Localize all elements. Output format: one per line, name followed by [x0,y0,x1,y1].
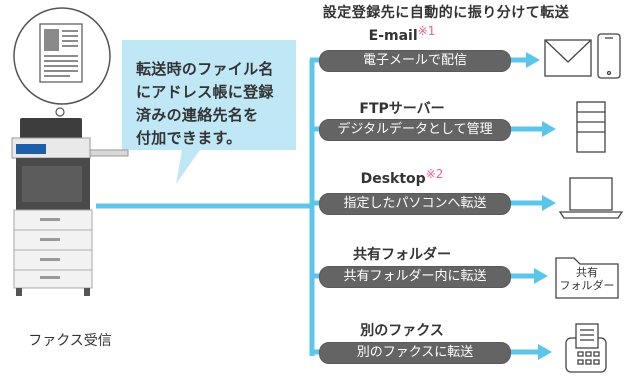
arrow-head [538,344,552,360]
destination-action-fax: 別のファクスに転送 [319,342,511,364]
destination-title-ftp: FTPサーバー [359,101,445,117]
folder-icon-label: 共有 フォルダー [559,266,615,292]
arrow-head [542,195,556,211]
destination-action-email: 電子メールで配信 [319,50,511,72]
callout-bubble [122,40,296,184]
smartphone-icon [597,33,621,79]
document-bubble [13,7,111,125]
arrow-head [526,52,540,68]
connector-lines [96,60,315,356]
callout-line: 付加できます。 [136,129,242,147]
callout-line: にアドレス帳に登録 [136,83,274,101]
callout-line: 済みの連絡先名を [136,106,259,124]
destination-title-desktop: Desktop※2 [360,167,444,187]
footnote-mark: ※2 [425,167,444,181]
fax-icon [565,323,607,373]
envelope-icon [544,39,592,77]
callout-text: 転送時のファイル名 にアドレス帳に登録 済みの連絡先名を 付加できます。 [136,58,286,150]
destination-action-shared-folder: 共有フォルダー内に転送 [319,266,511,288]
laptop-icon [558,177,624,219]
folder-icon [555,257,619,299]
mfp-printer-icon [11,118,129,296]
destination-action-desktop: 指定したパソコンへ転送 [319,193,511,215]
diagram-caption: 設定登録先に自動的に振り分けて転送 [322,5,570,21]
arrow-head [534,268,548,284]
callout-line: 転送時のファイル名 [136,60,274,78]
destination-title-email: E-mail※1 [368,24,436,44]
arrow-head [542,121,556,137]
server-icon [576,101,606,153]
destination-title-fax: 別のファクス [360,323,444,339]
destination-action-ftp: デジタルデータとして管理 [319,119,511,141]
destination-title-shared-folder: 共有フォルダー [353,247,451,263]
source-label: ファクス受信 [28,333,112,349]
document-icon [39,23,83,83]
footnote-mark: ※1 [417,24,436,38]
